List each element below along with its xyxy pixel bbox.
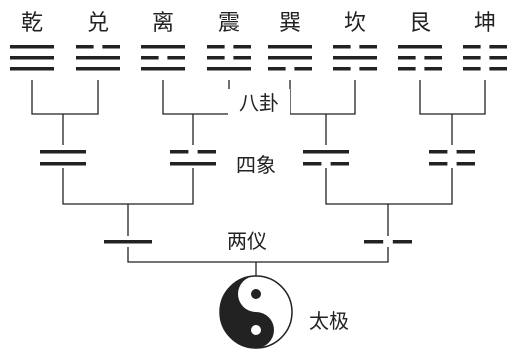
trigram-yin-line-left [141, 56, 159, 60]
four-images-label: 四象 [236, 153, 276, 177]
trigram-yang-line [10, 56, 54, 60]
four-image [303, 150, 349, 166]
two-mode-yin-line-right [392, 240, 412, 244]
trigram: 坎 [333, 11, 377, 71]
two-modes-label: 两仪 [227, 229, 267, 253]
trigram-name: 巽 [279, 11, 301, 36]
trigram-yin-line-right [359, 67, 377, 71]
trigram-name: 震 [218, 11, 240, 36]
eight-trigrams-label: 八卦 [239, 91, 279, 115]
trigram-yin-line-left [463, 67, 481, 71]
trigram-yin-line-right [359, 45, 377, 49]
two-modes-row [104, 240, 412, 244]
trigram: 坤 [463, 11, 507, 71]
trigram-yin-line-left [463, 45, 481, 49]
four-image [40, 150, 86, 166]
trigram-yin-line-left [333, 45, 351, 49]
connector-line [127, 247, 389, 263]
two-mode-yang-line [104, 240, 152, 244]
trigram-yin-line-right [167, 56, 185, 60]
four-image-yin-line-right [456, 162, 475, 166]
trigram: 离 [141, 11, 185, 71]
connector-line [162, 80, 230, 115]
trigram-yang-line [10, 45, 54, 49]
trigram-yin-line-left [398, 56, 416, 60]
trigram: 巽 [268, 11, 312, 71]
trigram-yin-line-right [233, 56, 251, 60]
trigram-name: 坎 [344, 11, 366, 36]
two-mode [364, 240, 412, 244]
trigram-yin-line-left [463, 56, 481, 60]
trigram-yang-line [76, 67, 120, 71]
four-image [170, 150, 216, 166]
trigram-yin-line-right [424, 56, 442, 60]
trigram-yin-line-right [233, 45, 251, 49]
trigram-name: 兑 [87, 11, 109, 36]
trigram-name: 离 [152, 11, 174, 36]
four-image-yin-line-left [303, 162, 322, 166]
trigram-yang-line [333, 56, 377, 60]
trigram: 兑 [76, 11, 120, 71]
supreme-ultimate-label: 太极 [309, 309, 349, 333]
trigram-row: 乾兑离震巽坎艮坤 [10, 11, 507, 71]
connector-line [289, 80, 356, 115]
four-image-yang-line [303, 150, 349, 154]
four-image-yin-line-left [170, 150, 189, 154]
tree-connectors [31, 80, 486, 276]
trigram-name: 乾 [21, 11, 43, 36]
trigram-yin-line-left [207, 56, 225, 60]
trigram-yang-line [268, 56, 312, 60]
trigram-yang-line [76, 56, 120, 60]
trigram-yin-line-right [489, 45, 507, 49]
yin-yang-icon [219, 275, 293, 349]
trigram-yin-line-right [489, 56, 507, 60]
trigram-yin-line-right [102, 45, 120, 49]
trigram-yang-line [10, 67, 54, 71]
trigram-yin-line-left [207, 45, 225, 49]
connector-line [419, 80, 486, 115]
four-image-yin-line-right [197, 150, 216, 154]
four-image-yang-line [40, 162, 86, 166]
trigram-yang-line [141, 45, 185, 49]
trigram-yin-line-right [294, 67, 312, 71]
four-image-yin-line-left [429, 150, 448, 154]
connector-line [325, 168, 453, 205]
two-mode [104, 240, 152, 244]
four-image [429, 150, 475, 166]
four-images-row [40, 150, 475, 166]
connector-line [31, 80, 99, 115]
trigram-yang-line [268, 45, 312, 49]
eight-trigrams-label-box [228, 89, 290, 117]
two-mode-yin-line-left [364, 240, 384, 244]
trigram-yin-line-right [424, 67, 442, 71]
trigram-yang-line [141, 67, 185, 71]
trigram: 震 [207, 11, 251, 71]
trigram-name: 坤 [474, 11, 496, 36]
trigram-yin-line-left [268, 67, 286, 71]
trigram-yang-line [398, 45, 442, 49]
connector-line [62, 168, 194, 205]
trigram-yang-line [207, 67, 251, 71]
trigram: 艮 [398, 11, 442, 71]
four-image-yin-line-right [456, 150, 475, 154]
four-image-yin-line-left [429, 162, 448, 166]
four-image-yang-line [170, 162, 216, 166]
four-image-yang-line [40, 150, 86, 154]
trigram: 乾 [10, 11, 54, 71]
trigram-yin-line-left [398, 67, 416, 71]
trigram-yin-line-left [333, 67, 351, 71]
trigram-yin-line-left [76, 45, 94, 49]
trigram-name: 艮 [409, 11, 431, 36]
trigram-yin-line-right [489, 67, 507, 71]
four-image-yin-line-right [330, 162, 349, 166]
